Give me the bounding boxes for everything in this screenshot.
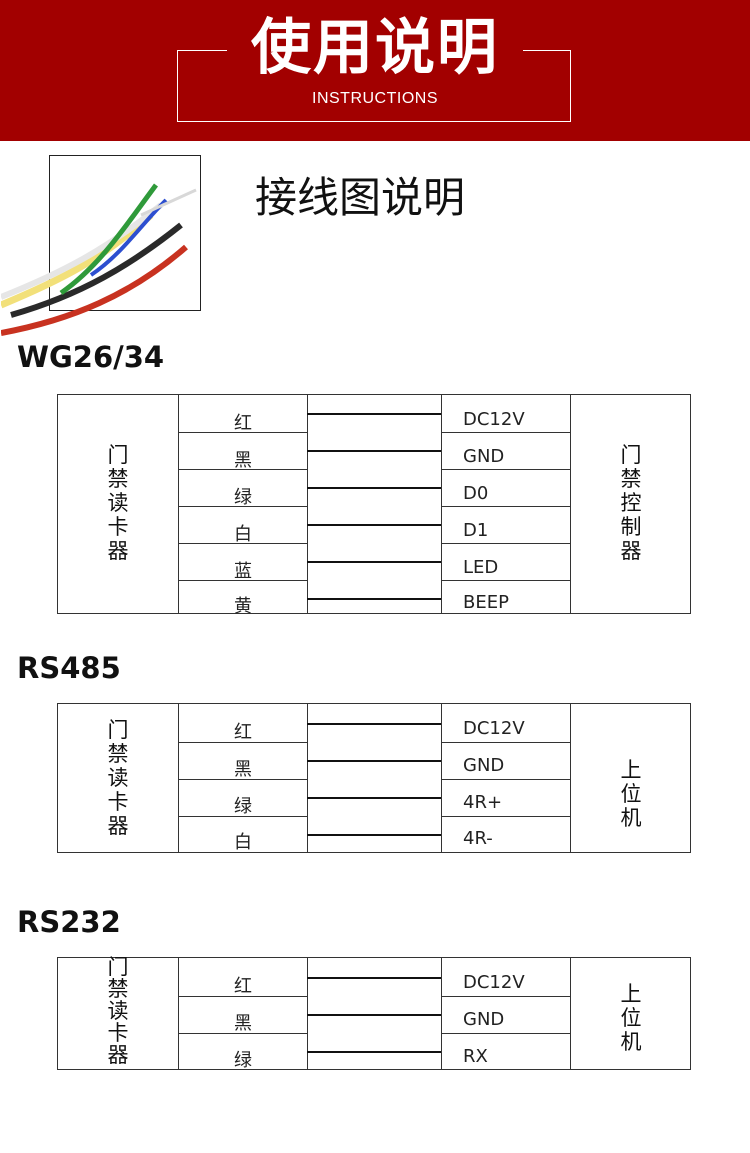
row-divider [441, 580, 570, 581]
wire-line [307, 1051, 441, 1053]
section-heading-wg: WG26/34 [17, 340, 165, 374]
banner-frame-line-left [177, 50, 227, 51]
table-divider [178, 395, 179, 613]
row-divider [178, 742, 307, 743]
wire-color: 黄 [234, 596, 252, 617]
signal-name: DC12V [463, 409, 525, 430]
table-divider [307, 395, 308, 613]
row-divider [441, 506, 570, 507]
signal-name: 4R+ [463, 792, 503, 813]
table-divider [570, 395, 571, 613]
signal-name: BEEP [463, 592, 509, 613]
row-divider [441, 469, 570, 470]
wiring-diagram-title: 接线图说明 [255, 173, 466, 222]
row-divider [178, 506, 307, 507]
wire-color: 绿 [234, 1050, 252, 1071]
row-divider [441, 816, 570, 817]
wire-color: 黑 [234, 450, 252, 471]
signal-name: D0 [463, 483, 489, 504]
device-label-left: 门禁读卡器 [107, 955, 129, 1067]
row-divider [441, 1033, 570, 1034]
wire-color: 白 [234, 832, 252, 853]
banner-subtitle: INSTRUCTIONS [312, 90, 438, 107]
table-divider [570, 704, 571, 852]
row-divider [178, 779, 307, 780]
section-heading-rs232: RS232 [17, 905, 121, 939]
signal-name: LED [463, 557, 499, 578]
wire-line [307, 1014, 441, 1016]
wire-color: 绿 [234, 487, 252, 508]
banner-frame-line-right [523, 50, 571, 51]
wire-line [307, 760, 441, 762]
wire-line [307, 524, 441, 526]
signal-name: GND [463, 446, 505, 467]
row-divider [178, 432, 307, 433]
wire-line [307, 413, 441, 415]
row-divider [178, 996, 307, 997]
header-banner: 使用说明 INSTRUCTIONS [0, 0, 750, 141]
device-label-right: 上位机 [620, 758, 642, 830]
row-divider [441, 543, 570, 544]
wiring-table-wg: 门禁读卡器 门禁控制器 红 黑 绿 白 蓝 黄 DC12V GND D0 D1 … [57, 394, 691, 617]
table-divider [307, 958, 308, 1069]
wire-color: 蓝 [234, 561, 252, 582]
table-divider [178, 958, 179, 1069]
device-label-right: 上位机 [620, 982, 642, 1054]
banner-frame [177, 50, 571, 122]
device-label-right: 门禁控制器 [620, 443, 642, 563]
signal-name: D1 [463, 520, 489, 541]
row-divider [178, 816, 307, 817]
wire-color: 绿 [234, 796, 252, 817]
signal-name: RX [463, 1046, 488, 1067]
wire-color: 黑 [234, 759, 252, 780]
signal-name: GND [463, 755, 505, 776]
wire-color: 红 [234, 976, 252, 997]
wire-line [307, 487, 441, 489]
signal-name: 4R- [463, 828, 493, 849]
wire-line [307, 561, 441, 563]
row-divider [178, 469, 307, 470]
signal-name: GND [463, 1009, 505, 1030]
wire-color: 红 [234, 413, 252, 434]
signal-name: DC12V [463, 718, 525, 739]
table-divider [307, 704, 308, 852]
wire-line [307, 723, 441, 725]
wiring-table-rs485: 门禁读卡器 上位机 红 黑 绿 白 DC12V GND 4R+ 4R- [57, 703, 691, 853]
table-divider [570, 958, 571, 1069]
row-divider [441, 996, 570, 997]
row-divider [178, 580, 307, 581]
signal-name: DC12V [463, 972, 525, 993]
wire-color: 红 [234, 722, 252, 743]
row-divider [178, 543, 307, 544]
banner-title: 使用说明 [251, 13, 499, 83]
section-heading-rs485: RS485 [17, 651, 121, 685]
table-divider [441, 958, 442, 1069]
device-label-left: 门禁读卡器 [107, 443, 129, 563]
row-divider [178, 1033, 307, 1034]
cable-photo [1, 155, 201, 336]
wire-line [307, 834, 441, 836]
wiring-table-rs232: 门禁读卡器 上位机 红 黑 绿 DC12V GND RX [57, 955, 691, 1071]
row-divider [441, 742, 570, 743]
wire-line [307, 598, 441, 600]
row-divider [441, 779, 570, 780]
table-divider [441, 395, 442, 613]
cable-illustration [1, 183, 197, 336]
table-divider [178, 704, 179, 852]
device-label-left: 门禁读卡器 [107, 718, 129, 838]
wire-color: 白 [234, 524, 252, 545]
wire-line [307, 977, 441, 979]
wire-line [307, 797, 441, 799]
row-divider [441, 432, 570, 433]
wire-line [307, 450, 441, 452]
wire-color: 黑 [234, 1013, 252, 1034]
table-divider [441, 704, 442, 852]
